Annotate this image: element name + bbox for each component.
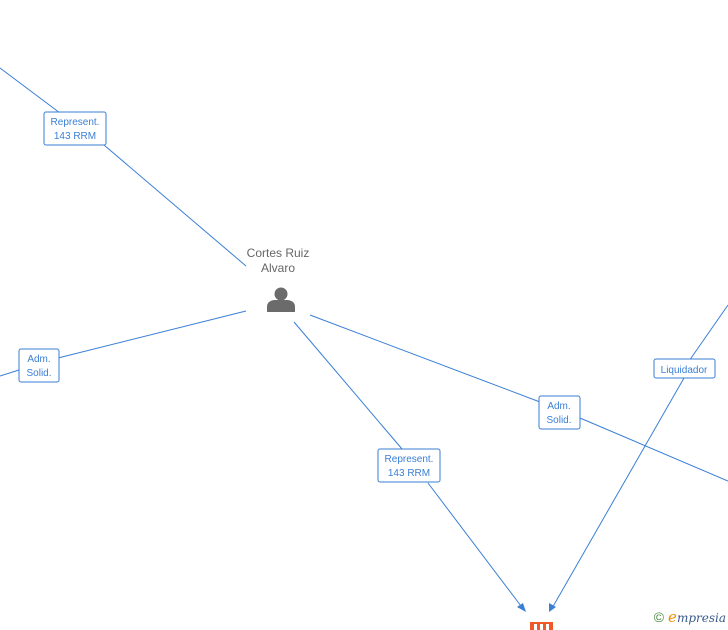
brand-rest: mpresia (676, 611, 726, 625)
edge-line-represent-top-a (0, 67, 61, 114)
copyright-symbol: © (653, 609, 665, 625)
person-node[interactable]: Cortes Ruiz Alvaro (247, 246, 310, 312)
edge-line-represent-bottom-a (293, 321, 403, 450)
edge-line-represent-bottom-b (427, 482, 525, 611)
edge-line-adm-right-a (309, 314, 541, 403)
edge-label-line2: 143 RRM (388, 468, 430, 479)
edge-label-adm-left[interactable]: Adm. Solid. (18, 348, 60, 383)
edge-label-liquidador[interactable]: Liquidador (653, 358, 716, 379)
edge-line-represent-top-b (103, 144, 247, 267)
edge-label-line1: Adm. (547, 401, 570, 412)
company-building-icon[interactable] (530, 622, 553, 630)
person-name-line1: Cortes Ruiz (247, 246, 310, 260)
edge-line-adm-left-a (57, 310, 247, 359)
edge-label-represent-bottom[interactable]: Represent. 143 RRM (377, 448, 441, 483)
brand-initial: e (668, 608, 677, 626)
person-icon (267, 287, 295, 312)
edge-label-line1: Represent. (385, 454, 434, 465)
footer-brand: © empresia (654, 608, 726, 626)
edge-line-adm-right-b (579, 417, 728, 482)
edge-label-line1: Liquidador (661, 365, 708, 376)
edge-line-adm-left-b (0, 369, 20, 377)
edge-label-line1: Adm. (27, 354, 50, 365)
edge-label-line2: Solid. (546, 415, 571, 426)
arrow-head-liquidador (549, 603, 556, 612)
arrow-head-represent (517, 603, 526, 612)
edge-label-line1: Represent. (51, 117, 100, 128)
brand-logo: empresia (668, 608, 726, 626)
edge-line-liquidador-b (550, 377, 685, 611)
person-name-line2: Alvaro (261, 261, 295, 275)
edge-label-line2: Solid. (26, 368, 51, 379)
edge-label-adm-right[interactable]: Adm. Solid. (538, 395, 581, 430)
edge-line-liquidador-a (688, 304, 728, 362)
edge-label-line2: 143 RRM (54, 131, 96, 142)
edge-label-represent-top[interactable]: Represent. 143 RRM (43, 111, 107, 146)
